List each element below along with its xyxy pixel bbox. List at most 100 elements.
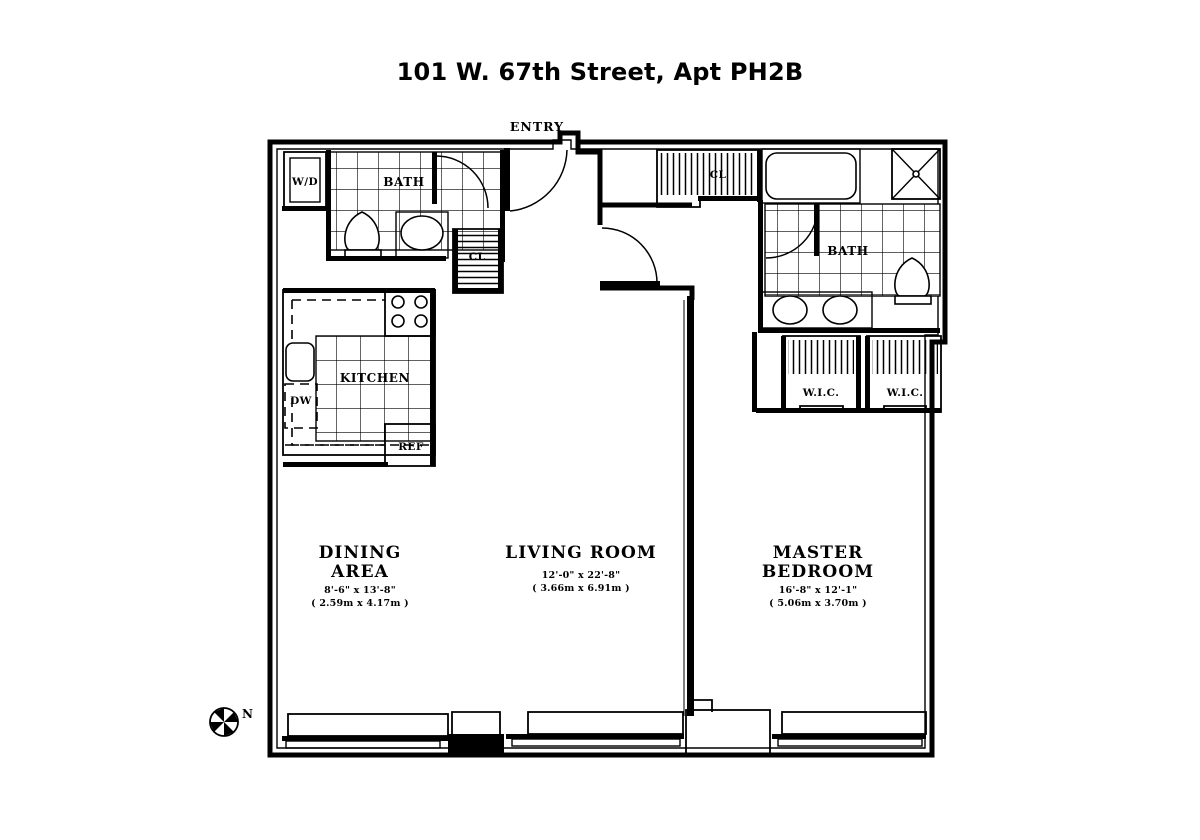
wic2-west-wall <box>865 336 870 412</box>
hall-closet-label: CL <box>710 169 727 181</box>
dishwasher-label: DW <box>290 395 312 407</box>
toilet-icon <box>344 211 380 251</box>
master-bath-label: BATH <box>827 244 868 258</box>
washer-dryer-label: W/D <box>291 176 318 188</box>
master-toilet-icon <box>894 257 930 297</box>
kitchen-north-wall <box>283 288 435 293</box>
guest-bath-label: BATH <box>383 175 424 189</box>
range-outline <box>384 289 436 337</box>
window-wall-south <box>282 699 927 755</box>
burner-icon <box>414 314 428 328</box>
burner-icon <box>414 295 428 309</box>
foyer-closet: CL <box>452 228 504 294</box>
room-labels: DINING AREA 8'-6" x 13'-8" ( 2.59m x 4.1… <box>311 543 874 609</box>
foyer-closet-east-wall <box>498 229 503 293</box>
dining-area-dim-imperial: 8'-6" x 13'-8" <box>324 585 396 596</box>
dining-area-dim-metric: ( 2.59m x 4.17m ) <box>311 598 409 609</box>
master-sink-basin-left <box>772 295 808 325</box>
master-hall-closet: CL <box>656 149 762 208</box>
window-sill-dining <box>282 736 448 741</box>
master-bedroom-dim-imperial: 16'-8" x 12'-1" <box>779 585 858 596</box>
dining-area-name-line2: AREA <box>330 562 389 582</box>
structural-pier-base <box>448 734 504 754</box>
living-room-dim-metric: ( 3.66m x 6.91m ) <box>532 583 630 594</box>
hall-closet-hatch <box>660 153 756 195</box>
guest-bath-south-wall <box>326 256 446 261</box>
structural-pier-center <box>451 711 501 737</box>
window-sill-bedroom <box>772 734 926 739</box>
window-sill-living <box>506 734 684 739</box>
burner-icon <box>391 314 405 328</box>
hall-closet-east-wall <box>757 150 762 202</box>
compass-needle-e <box>224 712 238 722</box>
washer-dryer-base-wall <box>282 206 328 211</box>
hall-closet-south-wall <box>698 196 762 201</box>
bedroom-door-leaf <box>600 281 660 288</box>
foyer-closet-hatch <box>456 232 500 290</box>
page-title: 101 W. 67th Street, Apt PH2B <box>396 58 804 86</box>
refrigerator-label: REF <box>398 441 424 453</box>
wic2-hatch <box>872 340 938 374</box>
guest-sink-basin <box>400 215 444 251</box>
foyer-wall-upper <box>575 142 692 208</box>
master-bath-floor-outline <box>764 203 941 297</box>
washer-dryer: W/D <box>282 151 328 211</box>
kitchen-south-wall <box>283 462 388 467</box>
guest-bath-east-wall <box>500 150 505 262</box>
master-bedroom-dim-metric: ( 5.06m x 3.70m ) <box>769 598 867 609</box>
compass-needle-n <box>214 708 224 722</box>
structural-pier-right-top <box>687 699 713 712</box>
living-room-dim-imperial: 12'-0" x 22'-8" <box>542 570 621 581</box>
window-glazing-dining <box>285 740 441 749</box>
burner-icon <box>391 295 405 309</box>
master-bedroom-name-line2: BEDROOM <box>762 562 874 582</box>
entry-area: ENTRY <box>504 119 695 716</box>
guest-bath-door-swing <box>435 155 489 209</box>
guest-bath-door-leaf <box>432 152 437 204</box>
kitchen-tile-floor <box>316 336 435 441</box>
dishwasher-outline <box>284 383 318 429</box>
guest-bath-west-wall <box>326 150 331 260</box>
master-sink-basin-right <box>822 295 858 325</box>
wic1-hatch <box>788 340 854 374</box>
closet-bank-south-wall <box>756 408 941 413</box>
wic1-west-wall <box>781 336 786 412</box>
master-bathroom: BATH <box>758 148 941 333</box>
master-bath-door-leaf <box>814 204 819 256</box>
walk-in-closets: W.I.C. W.I.C. <box>752 332 942 413</box>
master-toilet-tank <box>894 295 932 305</box>
entry-door-leaf <box>504 148 510 211</box>
kitchen-east-wall <box>430 288 435 466</box>
guest-bathroom: BATH <box>326 150 505 262</box>
bathtub-surround <box>761 148 861 204</box>
window-glazing-bedroom <box>777 738 923 747</box>
shower-drain-icon <box>912 170 920 178</box>
dining-area-name-line1: DINING <box>319 543 402 563</box>
compass-needle-s <box>224 722 234 736</box>
bedroom-door-swing <box>601 227 658 284</box>
compass-needle-w <box>210 722 224 732</box>
convector-dining <box>287 713 449 737</box>
wic1-east-wall <box>856 336 861 412</box>
wic1-label: W.I.C. <box>802 387 840 399</box>
foyer-closet-south-wall <box>453 288 503 293</box>
living-room-name-line1: LIVING ROOM <box>505 543 657 563</box>
bathtub-icon <box>765 152 857 200</box>
kitchen-sink <box>285 342 315 382</box>
foyer-wall-lower <box>600 285 695 300</box>
entry-label: ENTRY <box>510 119 564 134</box>
entry-door-swing <box>509 149 568 212</box>
closet-bank-west-wall <box>752 332 757 412</box>
wic2-label: W.I.C. <box>886 387 924 399</box>
kitchen: KITCHEN DW REF <box>282 288 436 467</box>
convector-bedroom <box>781 711 927 735</box>
washer-dryer-inner <box>289 157 321 203</box>
compass-rose: N <box>209 707 253 737</box>
foyer-closet-west-wall <box>453 229 458 293</box>
window-glazing-living <box>511 738 681 747</box>
compass-north-label: N <box>242 707 253 721</box>
master-bedroom-name-line1: MASTER <box>773 543 864 563</box>
foyer-closet-label: CL <box>469 251 486 263</box>
